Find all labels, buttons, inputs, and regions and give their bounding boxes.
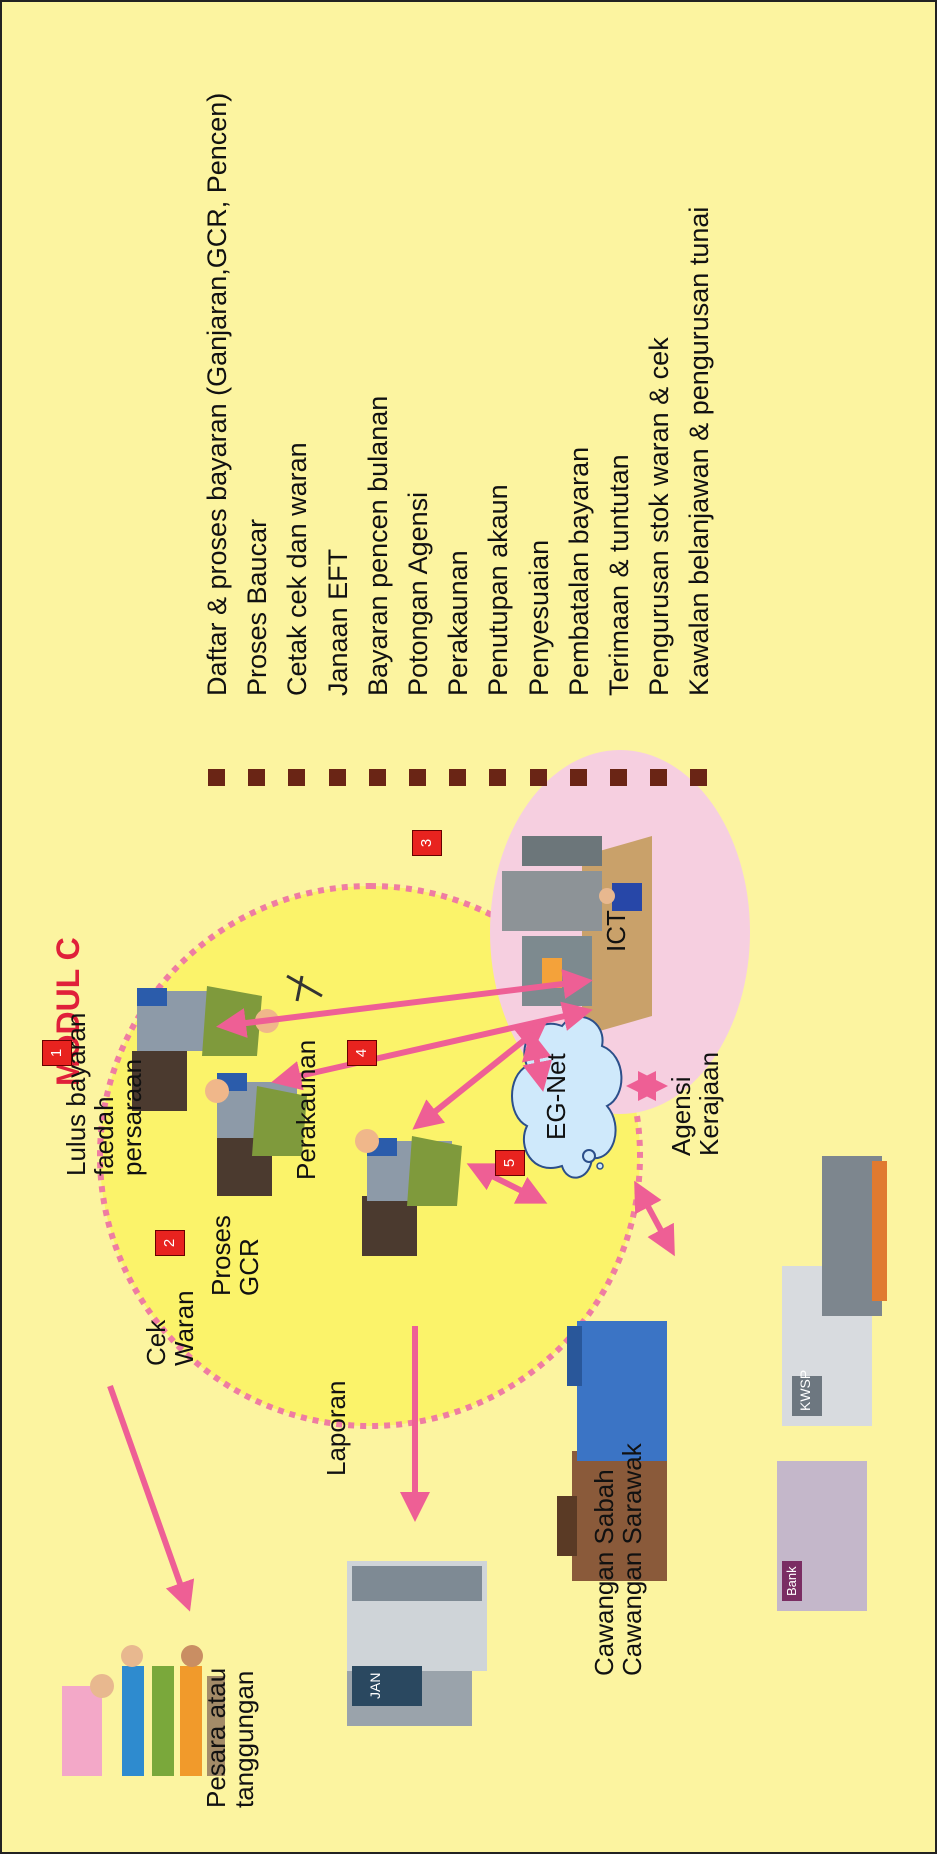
label-cek-waran: Cek Waran	[141, 1290, 199, 1366]
bullet-square-icon	[368, 769, 386, 786]
arrow-to-pesara	[107, 1384, 195, 1612]
bullet-square-icon	[328, 769, 346, 786]
label-proses-gcr: Proses GCR	[206, 1215, 264, 1296]
bullet-square-icon	[650, 769, 668, 786]
bank-building-icon	[777, 1461, 867, 1611]
bullet-square-icon	[529, 769, 547, 786]
list-item: Cetak cek dan waran	[277, 93, 317, 786]
label-laporan: Laporan	[321, 1380, 351, 1476]
marker-3: 3	[412, 830, 442, 856]
label-lulus-bayaran: Lulus bayaran faedah persaraan	[61, 1012, 147, 1176]
bullet-square-icon	[408, 769, 426, 786]
label-perakaunan: Perakaunan	[291, 1039, 321, 1180]
bank-sign: Bank	[784, 1566, 799, 1596]
label-egnet: EG-Net	[541, 1053, 571, 1140]
arrow-egnet-bank	[634, 1180, 675, 1257]
module-function-list: Daftar & proses bayaran (Ganjaran,GCR, P…	[197, 93, 719, 786]
bullet-square-icon	[569, 769, 587, 786]
list-item: Pengurusan stok waran & cek	[639, 93, 679, 786]
marker-4: 4	[347, 1040, 377, 1066]
arrow-egnet-ict	[521, 1030, 553, 1092]
arrow-egnet-cawangan	[466, 1163, 548, 1204]
list-item: Pembatalan bayaran	[559, 93, 599, 786]
list-item: Kawalan belanjawan & pengurusan tunai	[679, 93, 719, 786]
arrow-ws4-ict	[412, 1022, 547, 1130]
bullet-square-icon	[288, 769, 306, 786]
jan-building-icon	[347, 1561, 487, 1726]
list-item: Potongan Agensi	[398, 93, 438, 786]
label-agensi-kerajaan: Agensi Kerajaan	[666, 1051, 724, 1156]
list-item: Penutupan akaun	[478, 93, 518, 786]
kwsp-sign: KWSP	[797, 1369, 813, 1411]
bullet-square-icon	[690, 769, 708, 786]
list-item: Proses Baucar	[237, 93, 277, 786]
workstation-4-icon	[355, 1129, 462, 1256]
marker-2: 2	[155, 1230, 185, 1256]
cawangan-buildings-icon	[557, 1321, 667, 1581]
bullet-square-icon	[489, 769, 507, 786]
list-item: Bayaran pencen bulanan	[358, 93, 398, 786]
label-cawangan: Cawangan Sabah Cawangan Sarawak	[589, 1443, 647, 1676]
bullet-square-icon	[248, 769, 266, 786]
agensi-building-icon	[822, 1156, 887, 1316]
label-pesara: Pesara atau tanggungan	[201, 1667, 259, 1808]
list-item: Perakaunan	[438, 93, 478, 786]
ict-machine-icon	[502, 836, 652, 1036]
bullet-square-icon	[208, 769, 225, 786]
bullet-square-icon	[609, 769, 627, 786]
marker-5: 5	[495, 1150, 525, 1176]
label-ict: ICT	[601, 910, 631, 952]
workstation-2-icon	[205, 1073, 307, 1196]
list-item: Janaan EFT	[318, 93, 358, 786]
jan-sign: JAN	[367, 1672, 383, 1699]
marker-1: 1	[42, 1040, 72, 1066]
bullet-square-icon	[449, 769, 467, 786]
pensioners-icon	[62, 1645, 225, 1776]
list-item: Penyesuaian	[519, 93, 559, 786]
flow-arrows	[107, 969, 675, 1612]
list-item: Terimaan & tuntutan	[599, 93, 639, 786]
list-item: Daftar & proses bayaran (Ganjaran,GCR, P…	[197, 93, 237, 786]
